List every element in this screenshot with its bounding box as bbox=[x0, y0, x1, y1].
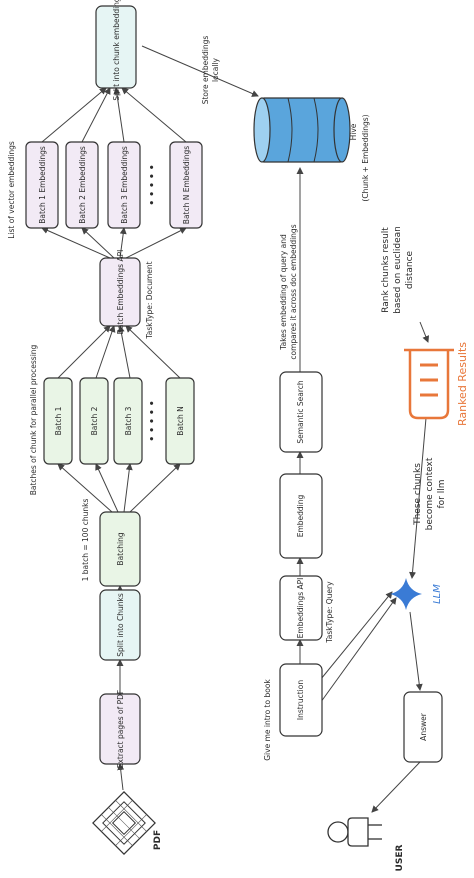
batch-embeddings-api-label: Batch Embeddings API bbox=[116, 250, 125, 335]
ranked-results-icon bbox=[404, 348, 454, 420]
instruction-node: Instruction bbox=[279, 663, 323, 737]
llm-label: LLM bbox=[432, 584, 443, 604]
extract-pages-node: Extract pages of PDF bbox=[99, 690, 141, 769]
batch-n-node: Batch N bbox=[165, 377, 195, 465]
batch-3-embeddings-node: Batch 3 Embeddings bbox=[107, 141, 141, 229]
semantic-search-label: Semantic Search bbox=[296, 380, 305, 444]
takes-embedding-annotation-1: Takes embedding of query and bbox=[279, 234, 288, 351]
batch-2-node: Batch 2 bbox=[79, 377, 109, 465]
takes-embedding-annotation-2: compares it across doc embeddings bbox=[289, 224, 298, 359]
these-chunks-annotation-2: become context bbox=[425, 457, 435, 530]
embeddings-ellipsis: • • • • • bbox=[148, 164, 158, 205]
embeddings-api-label: Embeddings API bbox=[296, 578, 305, 639]
batch-n-embeddings-label: Batch N Embeddings bbox=[182, 146, 191, 224]
batch-2-embeddings-node: Batch 2 Embeddings bbox=[65, 141, 99, 229]
store-locally-annotation-1: Store embeddings bbox=[201, 36, 210, 105]
hive-subtitle: (Chunk + Embeddings) bbox=[361, 114, 370, 201]
embeddings-api-node: Embeddings API bbox=[279, 575, 323, 641]
batch-1-node: Batch 1 bbox=[43, 377, 73, 465]
batch-n-embeddings-node: Batch N Embeddings bbox=[169, 141, 203, 229]
batch-ellipsis: • • • • • bbox=[148, 400, 158, 441]
batch-1-label: Batch 1 bbox=[54, 406, 63, 435]
rank-annotation-2: based on euclidean bbox=[393, 226, 403, 314]
these-chunks-annotation-3: for llm bbox=[437, 479, 447, 508]
user-label: USER bbox=[395, 844, 405, 871]
batching-label: Batching bbox=[116, 532, 125, 565]
embedding-node: Embedding bbox=[279, 473, 323, 559]
batch-1-embeddings-label: Batch 1 Embeddings bbox=[38, 146, 47, 224]
user-icon bbox=[327, 817, 382, 847]
hive-label: Hive bbox=[349, 123, 358, 140]
batch-1-embeddings-node: Batch 1 Embeddings bbox=[25, 141, 59, 229]
batch-2-label: Batch 2 bbox=[90, 406, 99, 435]
task-query-annotation: TaskType: Query bbox=[325, 581, 334, 644]
batch-3-label: Batch 3 bbox=[124, 406, 133, 435]
store-locally-annotation-2: locally bbox=[211, 57, 220, 82]
answer-node: Answer bbox=[403, 691, 443, 763]
pipeline-edges bbox=[41, 45, 259, 791]
llm-sparkle-icon bbox=[390, 578, 422, 610]
split-chunk-embeddings-label: Split into chunk embeddings bbox=[112, 0, 121, 101]
database-icon bbox=[253, 97, 351, 163]
query-edges bbox=[296, 167, 430, 813]
these-chunks-annotation-1: These chunks bbox=[413, 463, 423, 526]
task-document-annotation: TaskType: Document bbox=[145, 261, 154, 339]
split-into-chunks-label: Split into Chunks bbox=[116, 593, 125, 657]
batch-3-node: Batch 3 bbox=[113, 377, 143, 465]
batching-node: Batching bbox=[99, 511, 141, 587]
split-chunk-embeddings-node: Split into chunk embeddings bbox=[95, 0, 137, 101]
pdf-icon bbox=[92, 791, 156, 855]
batch-embeddings-api-node: Batch Embeddings API bbox=[99, 250, 141, 335]
ranked-results-label: Ranked Results bbox=[456, 342, 469, 426]
pdf-label: PDF bbox=[153, 830, 163, 850]
give-me-intro-annotation: Give me intro to book bbox=[263, 679, 272, 761]
extract-pages-label: Extract pages of PDF bbox=[116, 690, 125, 769]
semantic-search-node: Semantic Search bbox=[279, 371, 323, 453]
list-vector-annotation: List of vector embeddings bbox=[7, 141, 16, 239]
batch-2-embeddings-label: Batch 2 Embeddings bbox=[78, 146, 87, 224]
split-into-chunks-node: Split into Chunks bbox=[99, 589, 141, 661]
batches-parallel-annotation: Batches of chunk for parallel processing bbox=[29, 344, 38, 495]
batch-3-embeddings-label: Batch 3 Embeddings bbox=[120, 146, 129, 224]
rank-annotation-3: distance bbox=[405, 250, 415, 289]
instruction-label: Instruction bbox=[296, 680, 305, 720]
embedding-label: Embedding bbox=[296, 494, 305, 537]
batch-n-label: Batch N bbox=[176, 406, 185, 436]
one-batch-annotation: 1 batch = 100 chunks bbox=[81, 499, 90, 582]
answer-label: Answer bbox=[419, 712, 428, 741]
rank-annotation-1: Rank chunks result bbox=[381, 227, 391, 313]
